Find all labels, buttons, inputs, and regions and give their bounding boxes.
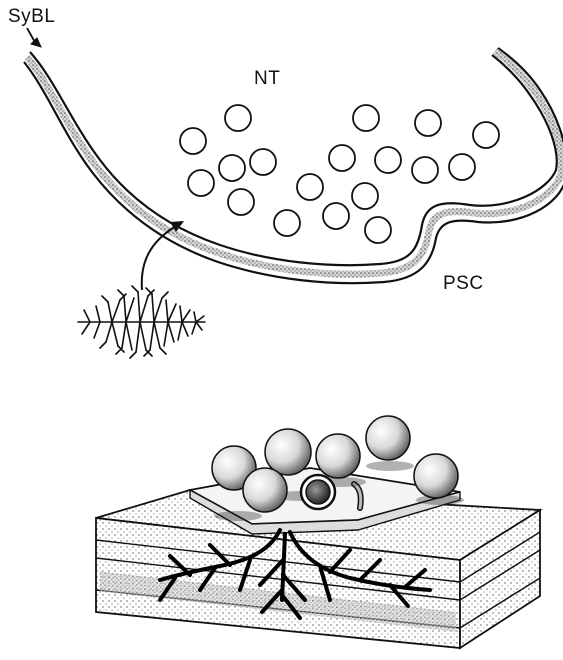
bottom-panel: [96, 416, 540, 648]
vesicle: [365, 217, 391, 243]
sybl-label: SyBL: [8, 7, 55, 26]
top-panel: [24, 28, 563, 358]
vesicle: [353, 105, 379, 131]
vesicle: [188, 170, 214, 196]
vesicle: [473, 122, 499, 148]
sybl-pointer-arrow: [27, 28, 41, 47]
sphere: [414, 454, 458, 498]
vesicle: [250, 149, 276, 175]
vesicle: [329, 145, 355, 171]
vesicle: [297, 174, 323, 200]
vesicle: [228, 189, 254, 215]
vesicle: [415, 110, 441, 136]
fused-sphere-core: [306, 480, 330, 504]
vesicle: [225, 105, 251, 131]
sphere: [316, 434, 360, 478]
vesicle: [449, 154, 475, 180]
vesicle: [323, 203, 349, 229]
curved-arrow: [142, 221, 184, 290]
nt-label: NT: [254, 69, 280, 88]
vesicle: [375, 147, 401, 173]
vesicle: [274, 210, 300, 236]
synaptic-basal-lamina: [24, 48, 563, 283]
sphere: [366, 416, 410, 460]
sphere: [265, 429, 311, 475]
sphere: [243, 468, 287, 512]
vesicle: [180, 128, 206, 154]
branched-molecule: [78, 286, 205, 358]
vesicle: [352, 183, 378, 209]
vesicle: [412, 157, 438, 183]
psc-label: PSC: [443, 274, 484, 293]
vesicle: [219, 155, 245, 181]
